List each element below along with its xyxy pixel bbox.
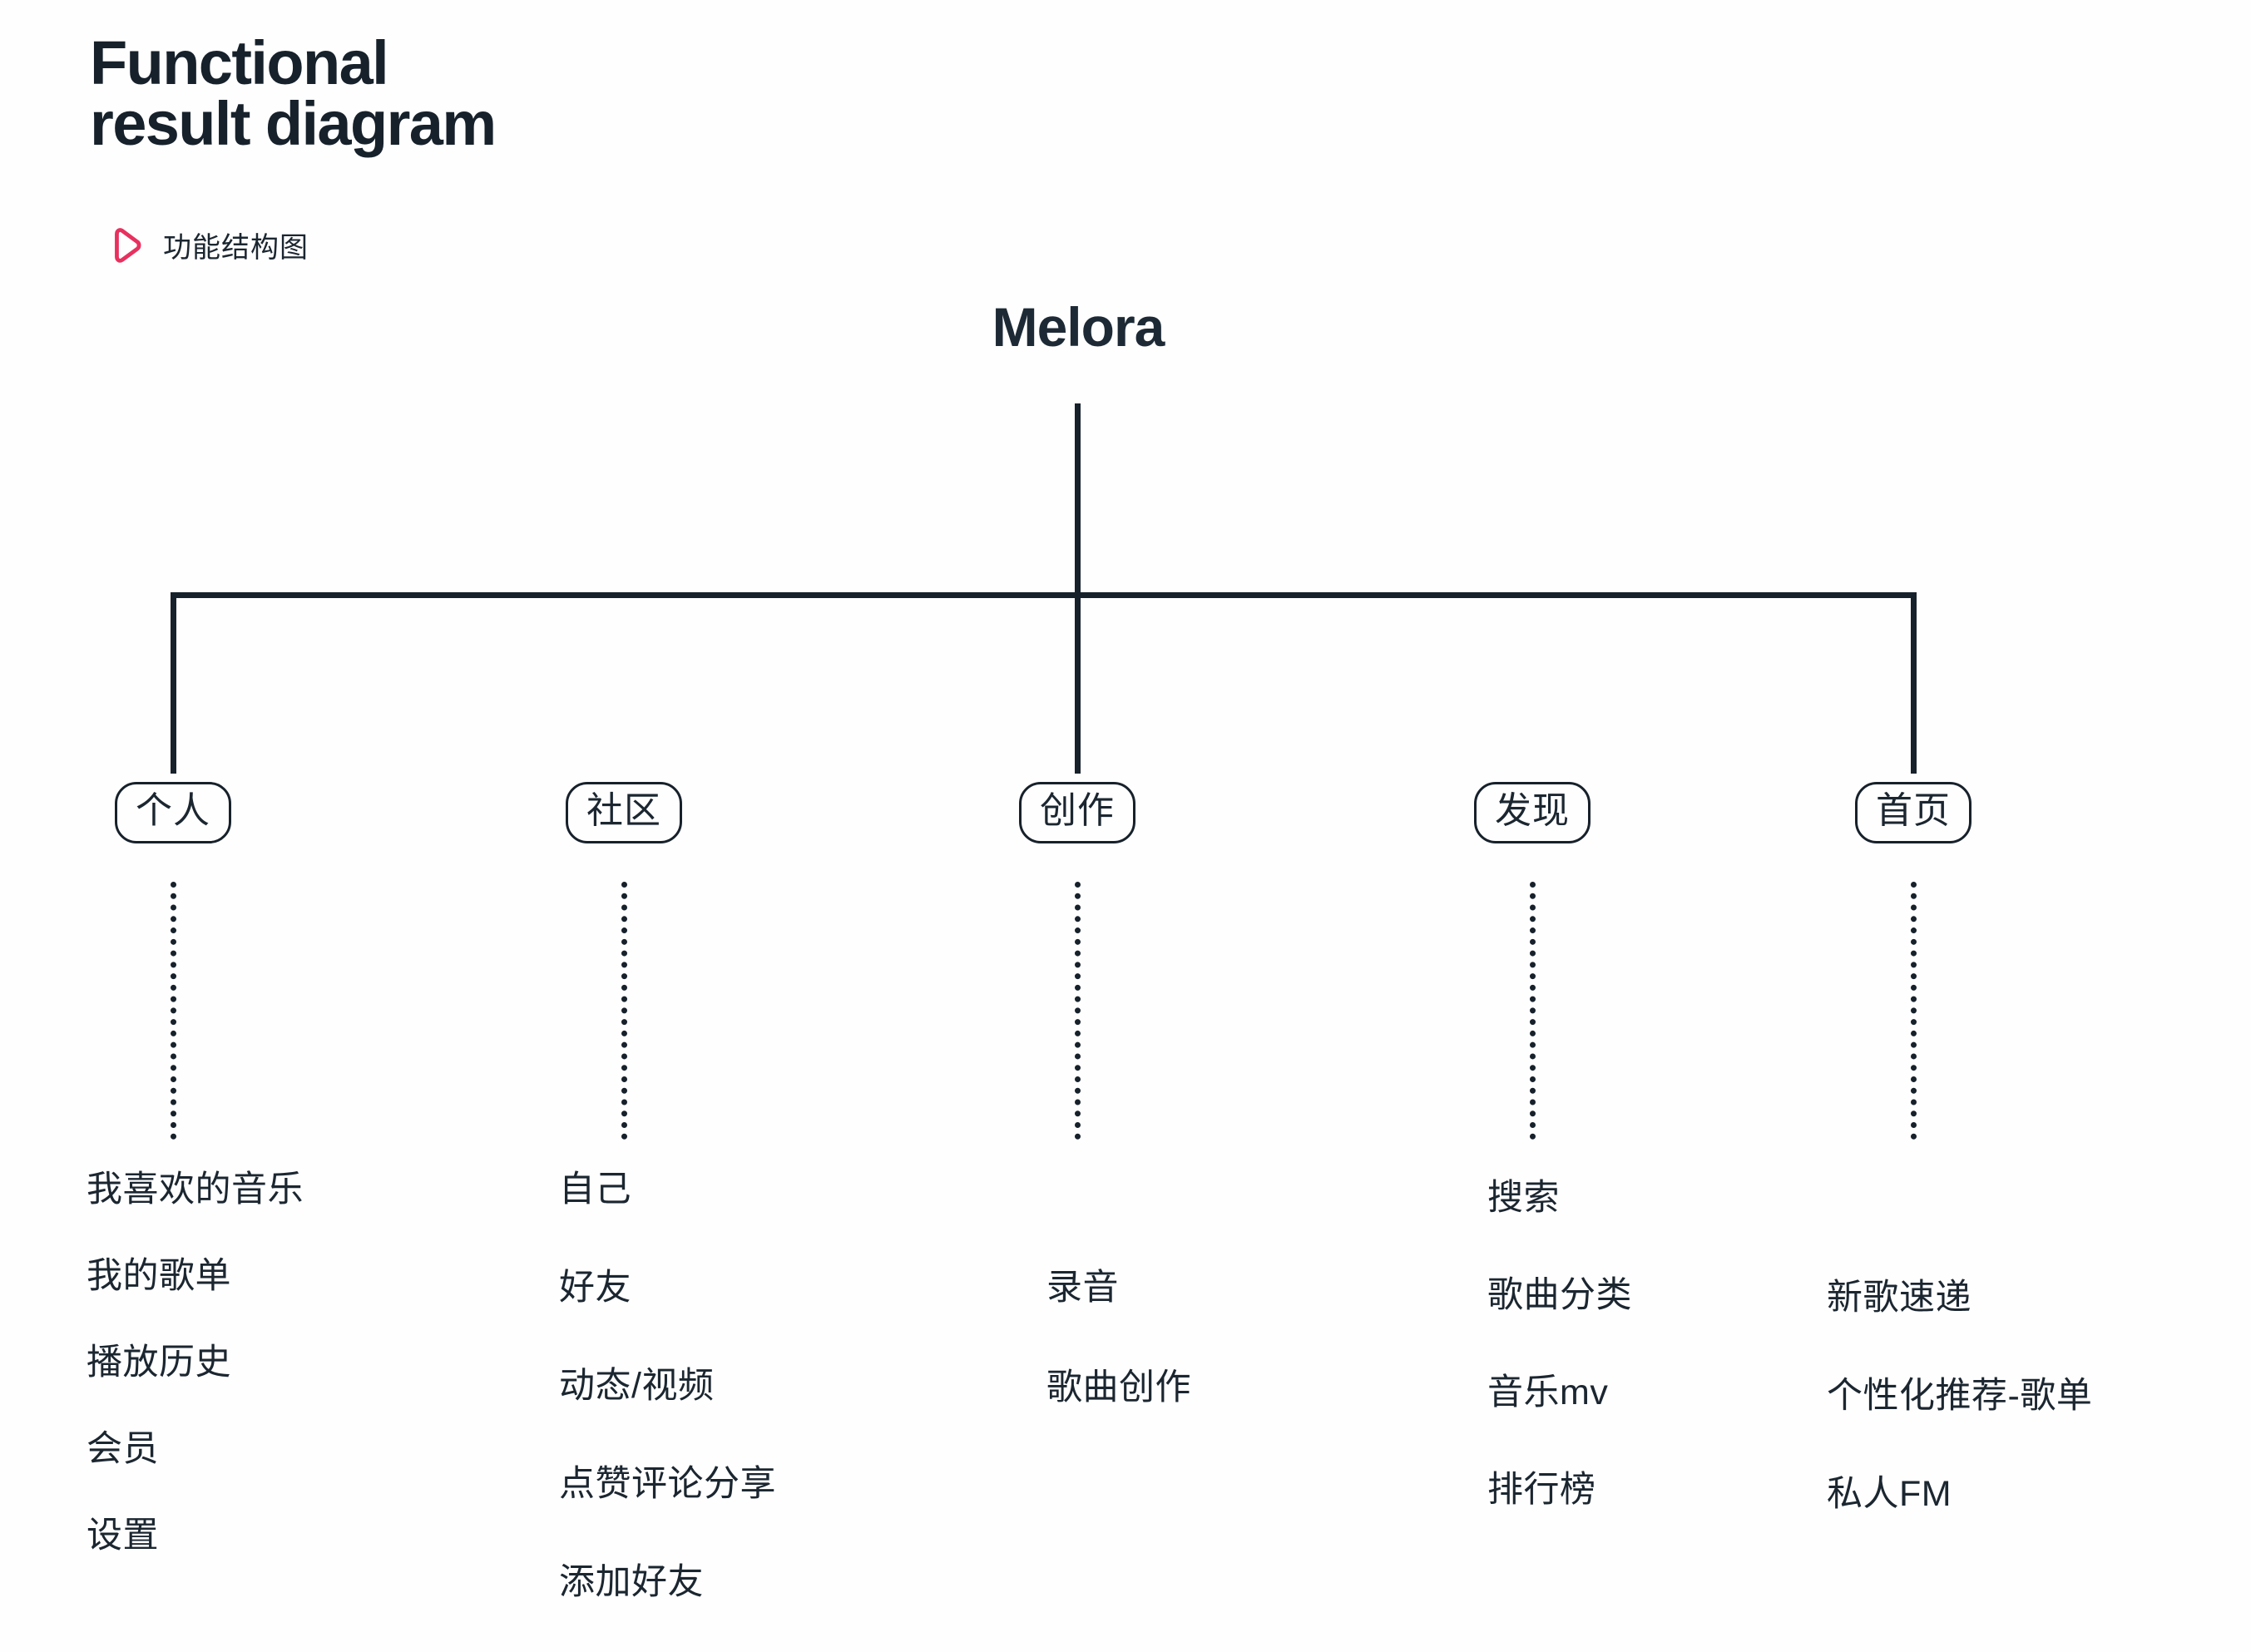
dotted-connector-community (621, 882, 627, 1140)
leaf-item[interactable]: 个性化推荐-歌单 (1827, 1376, 2093, 1416)
node-community[interactable]: 社区 (566, 782, 682, 843)
dotted-connector-create (1075, 882, 1081, 1140)
leaf-item[interactable]: 播放历史 (87, 1343, 231, 1382)
leaf-column-create: 录音 歌曲创作 (1046, 1259, 1191, 1410)
node-community-label: 社区 (586, 790, 661, 831)
branch-drop-line-center (1075, 592, 1081, 774)
branch-drop-line-left (171, 592, 176, 774)
subtitle-text: 功能结构图 (163, 232, 309, 264)
leaf-item[interactable]: 新歌速递 (1827, 1278, 1971, 1318)
node-home[interactable]: 首页 (1855, 782, 1971, 843)
page-title-line2: result diagram (90, 88, 497, 158)
node-personal-label: 个人 (136, 790, 210, 831)
dotted-connector-personal (171, 882, 176, 1140)
leaf-item[interactable]: 动态/视频 (559, 1366, 715, 1406)
leaf-item[interactable]: 搜索 (1487, 1178, 1560, 1218)
branch-drop-line-right (1911, 592, 1917, 774)
root-node-title: Melora (0, 295, 2251, 359)
leaf-item[interactable]: 会员 (87, 1429, 159, 1469)
leaf-item[interactable]: 我喜欢的音乐 (87, 1170, 304, 1209)
leaf-item[interactable]: 录音 (1046, 1268, 1119, 1308)
dotted-connector-discover (1530, 882, 1536, 1140)
node-discover-label: 发现 (1495, 790, 1570, 831)
horizontal-bus-line (173, 592, 1917, 598)
leaf-column-discover: 搜索 歌曲分类 音乐mv 排行榜 (1487, 1169, 1632, 1512)
leaf-item[interactable]: 私人FM (1827, 1474, 1952, 1514)
subtitle-row: 功能结构图 (106, 225, 309, 265)
play-triangle-icon (115, 227, 141, 263)
leaf-item[interactable]: 音乐mv (1487, 1373, 1609, 1412)
leaf-item[interactable]: 点赞评论分享 (559, 1464, 776, 1504)
dotted-connector-home (1911, 882, 1917, 1140)
root-trunk-line (1075, 403, 1081, 595)
node-personal[interactable]: 个人 (115, 782, 231, 843)
leaf-item[interactable]: 设置 (87, 1516, 159, 1556)
node-create-label: 创作 (1040, 790, 1115, 831)
leaf-item[interactable]: 排行榜 (1487, 1470, 1596, 1510)
root-node-label: Melora (992, 296, 1165, 358)
leaf-column-home: 新歌速递 个性化推荐-歌单 私人FM (1827, 1269, 2092, 1516)
leaf-column-personal: 我喜欢的音乐 我的歌单 播放历史 会员 设置 (87, 1160, 304, 1558)
node-discover[interactable]: 发现 (1474, 782, 1591, 843)
node-home-label: 首页 (1876, 790, 1951, 831)
node-create[interactable]: 创作 (1019, 782, 1135, 843)
leaf-item[interactable]: 我的歌单 (87, 1256, 231, 1296)
leaf-item[interactable]: 好友 (559, 1268, 631, 1308)
leaf-column-community: 自己 好友 动态/视频 点赞评论分享 添加好友 (559, 1160, 776, 1605)
leaf-item[interactable]: 添加好友 (559, 1562, 704, 1602)
leaf-item[interactable]: 歌曲创作 (1046, 1368, 1191, 1407)
page-title-line1: Functional (90, 28, 389, 97)
leaf-item[interactable]: 歌曲分类 (1487, 1275, 1632, 1315)
leaf-item[interactable]: 自己 (559, 1170, 631, 1209)
